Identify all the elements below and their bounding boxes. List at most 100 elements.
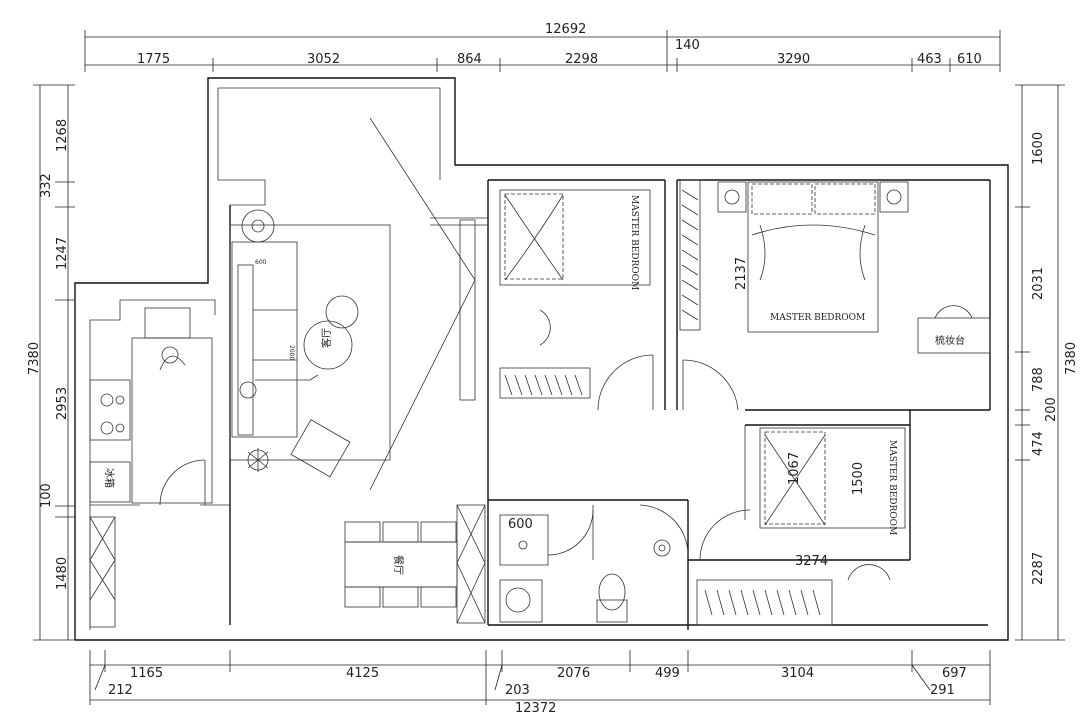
dim-right-2: 2031 [1031,267,1046,300]
dim-top-7: 463 [917,52,942,67]
living-room: 600 2000 客厅 [229,117,488,491]
sideboard [456,504,486,624]
chair-1 [344,521,381,543]
rug [229,224,391,461]
dim-left-1: 1268 [55,119,70,152]
wardrobe-3 [696,579,833,626]
coffee-table-small [325,295,359,329]
bedroom-1: MASTER BEDROOM [499,189,654,411]
toilet-tank [596,599,628,623]
dim-right-6: 2287 [1031,552,1046,585]
bathroom-door-swing [547,509,594,556]
interior-walls [90,179,991,630]
dim-bottom-3: 2076 [557,666,590,681]
living-room-label: 客厅 [320,328,333,348]
fridge-label: 冰箱 [103,468,116,488]
dim-top-1: 1775 [137,52,170,67]
dim-interior-1067: 1067 [787,452,802,485]
toilet-icon [598,573,626,611]
fridge [89,461,131,503]
dim-top-6: 3290 [777,52,810,67]
bed-3 [759,427,906,529]
dim-left-6: 1480 [55,557,70,590]
side-table [241,209,275,243]
dim-left-total: 7380 [27,342,42,375]
dim-left-4: 2953 [55,387,70,420]
vanity [499,514,549,566]
bed-1 [499,189,651,286]
person-figure [161,346,179,364]
left-dimension-chain: 7380 1268 332 1247 2953 100 1480 [27,84,75,641]
bedroom-3-door-swing [699,509,751,561]
dining-area: 餐厅 [344,504,486,624]
dim-left-2: 332 [39,173,54,198]
dim-top-total: 12692 [545,22,586,37]
kitchen-door-swing [159,459,206,506]
dim-right-3: 788 [1031,367,1046,392]
tv-cabinet [459,219,476,401]
dim-left-5: 100 [39,483,54,508]
chair-3 [420,521,457,543]
bathroom: 600 [499,504,689,623]
dim-right-total: 7380 [1064,342,1079,375]
dim-right-5: 474 [1031,431,1046,456]
dim-bottom-total: 12372 [515,701,556,716]
dim-interior-3274: 3274 [795,554,828,569]
stove [89,379,131,441]
armchair [290,419,351,478]
dim-left-3: 1247 [55,237,70,270]
dim-top-5: 140 [675,38,700,53]
dim-bottom-2: 4125 [346,666,379,681]
wardrobe-1 [499,367,591,399]
dresser-label: 梳妆台 [935,334,965,347]
bedroom-2-door-swing [682,359,739,411]
chair-6 [420,586,457,608]
exterior-walls [74,77,1009,641]
bedroom-3: 1067 1500 MASTER BEDROOM 3274 [696,427,906,626]
dim-top-4: 2298 [565,52,598,67]
right-dimension-chain: 7380 1600 2031 788 200 474 2287 [1015,84,1079,641]
dresser [917,317,991,354]
shower-icon [653,539,671,557]
person-sitting [239,381,257,399]
bedroom-1-chair [539,309,551,346]
dim-bottom-small-1: 212 [108,683,133,698]
dim-bottom-6: 697 [942,666,967,681]
wardrobe-2 [679,179,701,331]
coffee-table [303,320,353,370]
dim-top-2: 3052 [307,52,340,67]
dim-bottom-small-2: 203 [505,683,530,698]
nightstand-1 [717,181,747,213]
top-dimension-chain: 12692 1775 3052 864 2298 140 3290 463 61… [84,22,1001,72]
bed-2 [747,181,879,333]
chair-2 [382,521,419,543]
dim-right-4: 200 [1044,397,1059,422]
dim-right-1: 1600 [1031,132,1046,165]
dim-interior-600: 600 [508,517,533,532]
sofa [231,241,298,438]
dim-bottom-1: 1165 [130,666,163,681]
bedroom-1-door-swing [597,354,654,411]
bedroom-3-label: MASTER BEDROOM [887,440,897,535]
nightstand-2 [879,181,909,213]
dim-bottom-small-3: 291 [930,683,955,698]
storage-cabinet [89,516,116,628]
dining-room-label: 餐厅 [392,555,405,575]
burner-2 [100,421,114,435]
bedroom-2: 2137 MASTER BEDROOM 梳妆台 [679,179,991,411]
sofa-mark-b: 2000 [288,345,295,360]
kitchen-sink [144,307,191,339]
dim-bottom-4: 499 [655,666,680,681]
bedroom-1-label: MASTER BEDROOM [629,195,639,290]
kitchen: 冰箱 [89,307,213,628]
dim-interior-1500: 1500 [851,462,866,495]
bottom-dimension-chain: 1165 4125 2076 499 3104 697 212 203 291 … [89,650,991,716]
sofa-mark-a: 600 [255,259,267,266]
chair-5 [382,586,419,608]
washing-machine [499,579,543,623]
dim-bottom-5: 3104 [781,666,814,681]
chair-4 [344,586,381,608]
dim-interior-2137: 2137 [734,257,749,290]
dim-top-3: 864 [457,52,482,67]
